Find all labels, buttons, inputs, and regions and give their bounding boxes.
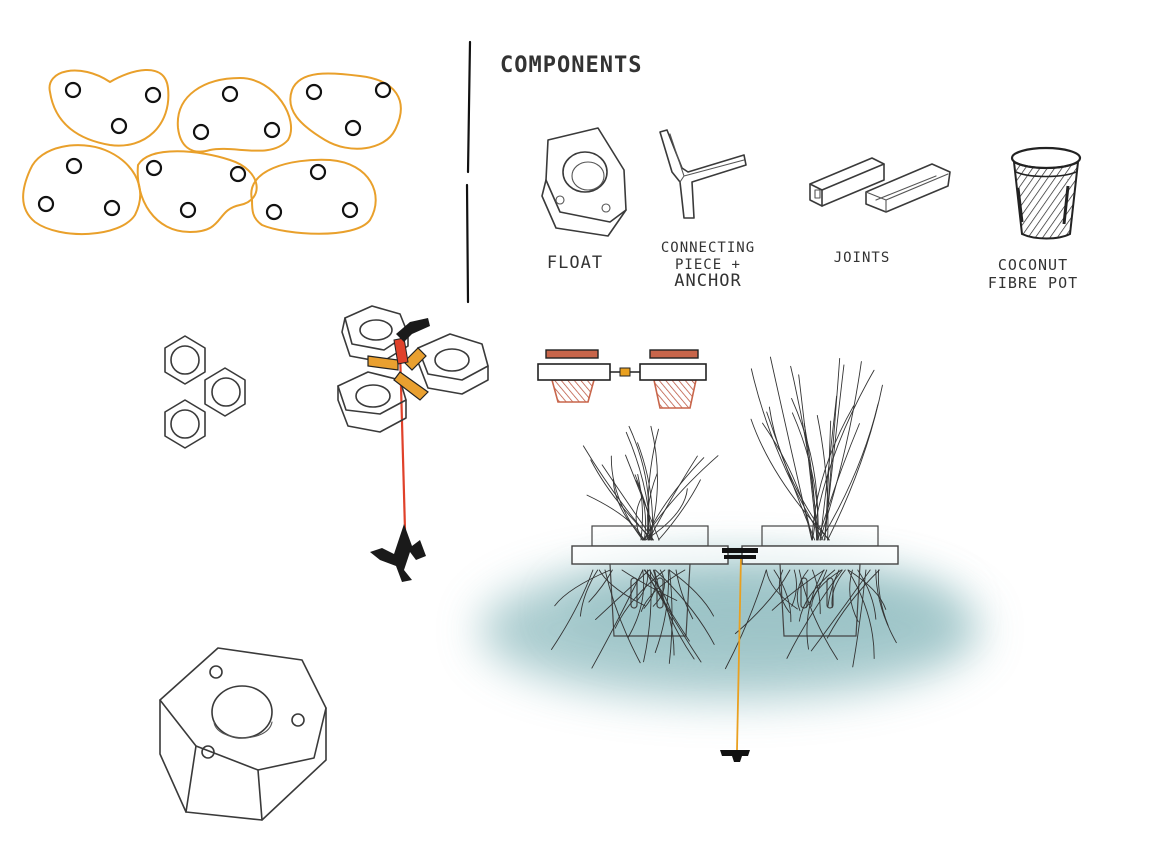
hexagon-float-icon [541,127,627,237]
component-label-line: JOINTS [834,250,891,266]
component-label-line: COCONUT [998,256,1068,274]
assembled-float-cluster [337,305,489,582]
float-holes [37,81,392,221]
float-outline-blob [250,158,377,235]
water-body [480,560,980,700]
float-outline-blob [136,150,258,234]
float-layout-pattern [22,69,402,236]
divider-line [465,40,472,304]
water-anchor-tether [720,548,758,762]
large-hexagon-float [159,647,327,821]
connector-arm-highlight [367,355,399,371]
float-outline-blob [289,72,402,150]
component-label-line: PIECE + [675,257,741,273]
component-label-line: FLOAT [547,253,603,273]
component-label-joints: JOINTS [834,250,891,266]
anchor-icon [370,524,426,582]
components-heading: COMPONENTS [500,53,642,78]
three-hex-cluster-outline [164,335,246,449]
floating-wetland-section [551,356,899,670]
three-arm-connector-icon [659,129,747,219]
float-outline-blob [48,69,170,147]
component-label-float: FLOAT [547,253,603,273]
rail-joint-icon [809,157,951,213]
wetland-plant [724,356,899,670]
component-label-line: FIBRE POT [988,274,1078,292]
float-outline-blob [22,144,142,236]
pot-float-joint-detail [537,349,707,409]
wetland-plant [551,425,729,669]
coconut-pot-icon [1010,146,1082,240]
component-label-line: ANCHOR [674,271,741,291]
component-label-line: CONNECTING [661,240,755,256]
float-outline-blob [176,76,293,153]
